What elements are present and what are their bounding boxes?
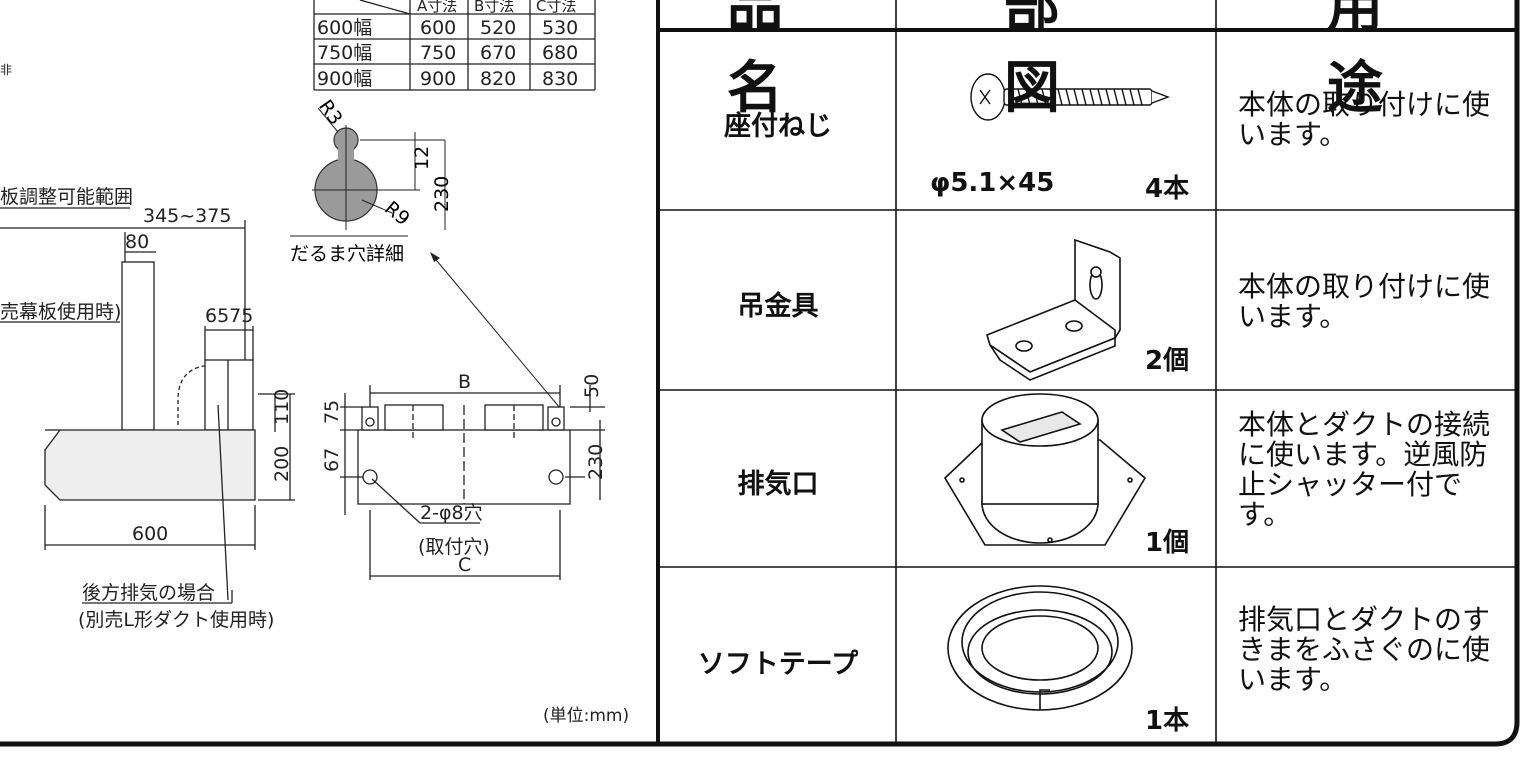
size-cell: 750 [420,42,456,64]
part-usage: 本体とダクトの接続に使います。逆風防止シャッター付です。 [1238,408,1491,531]
header-figure: 部 図 [1004,0,1110,121]
size-header-b: B寸法 [474,0,514,15]
dim-67: 67 [321,448,343,472]
label-curtain: 売幕板使用時) [0,301,121,323]
part-usage: 本体の取り付けに使います。 [1238,270,1491,333]
dim-c: C [458,554,471,576]
dim-110: 110 [271,389,293,425]
size-cell: 830 [542,68,578,90]
dim-230-side: 230 [585,444,607,480]
label-mount-holes: (取付穴) [418,536,490,558]
size-header-c: C寸法 [536,0,576,15]
dim-75: 75 [321,400,343,424]
size-cell: 520 [480,17,516,39]
dim-200: 200 [271,446,293,482]
part-usage: 排気口とダクトのすきまをふさぐのに使います。 [1238,603,1491,696]
soft-tape-icon [947,585,1133,711]
exhaust-port-icon [943,393,1147,546]
bracket-icon [986,238,1121,381]
size-cell: 530 [542,17,578,39]
label-l-duct: (別売L形ダクト使用時) [78,609,274,631]
part-spec: φ5.1×45 [930,168,1055,198]
header-usage: 用 途 [1327,0,1433,121]
size-cell: 600幅 [317,17,372,39]
dim-50: 50 [581,374,603,398]
dim-r3: R3 [314,96,347,129]
part-qty: 2個 [1145,346,1190,376]
size-cell: 750幅 [317,42,372,64]
daruma-hole-detail: R3 12 230 R9 だるま穴詳細 [290,96,453,265]
dim-6575: 6575 [205,305,253,327]
dim-b: B [458,371,471,393]
size-cell: 820 [480,68,516,90]
size-cell: 670 [480,42,516,64]
fragment-text: 非 [0,63,12,77]
unit-label: (単位:mm) [543,706,629,726]
part-name: 排気口 [737,469,819,500]
part-usage: 本体の取り付けに使います。 [1238,88,1491,151]
dimension-drawing: A寸法 B寸法 C寸法 600幅 600 520 530 750幅 750 67… [0,0,629,726]
size-cell: 600 [420,17,456,39]
dim-600: 600 [132,523,168,545]
dim-r9: R9 [380,197,414,230]
label-rear-exhaust: 後方排気の場合 [82,582,215,604]
dim-12: 12 [411,146,433,170]
part-name: 吊金具 [737,291,819,322]
size-header-a: A寸法 [417,0,457,15]
label-range: 板調整可能範囲 [0,186,133,208]
part-name: ソフトテープ [697,649,859,680]
size-cell: 900 [420,68,456,90]
header-name: 品 名 [727,0,833,121]
dim-230: 230 [431,176,453,212]
part-qty: 4本 [1145,174,1190,204]
size-cell: 680 [542,42,578,64]
dim-80: 80 [125,231,149,253]
label-holes: 2-φ8穴 [420,502,483,524]
part-qty: 1個 [1145,528,1190,558]
part-qty: 1本 [1145,706,1190,736]
size-cell: 900幅 [317,68,372,90]
dim-345-375: 345~375 [143,205,231,227]
part-name: 座付ねじ [724,111,832,142]
daruma-caption: だるま穴詳細 [290,243,404,265]
